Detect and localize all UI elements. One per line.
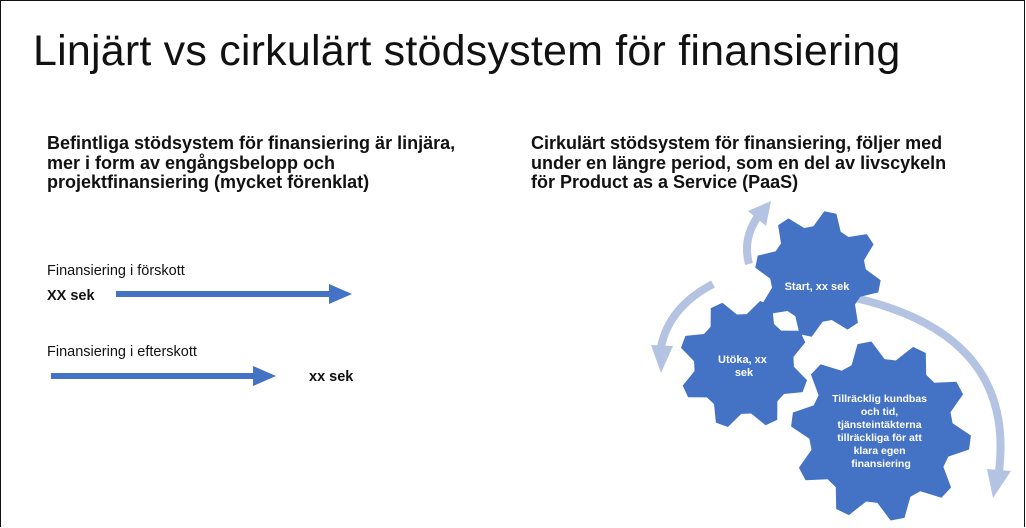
circular-description: Cirkulärt stödsystem för finansiering, f… [531, 133, 947, 192]
advance-arrow [116, 284, 352, 304]
linear-description: Befintliga stödsystem för finansiering ä… [47, 133, 456, 192]
cycle-arrow-top [743, 201, 771, 266]
arrears-amount: xx sek [309, 369, 354, 385]
gear-sufficient-icon [791, 341, 971, 521]
gear-start-icon [755, 211, 881, 337]
arrears-financing-label: Finansiering i efterskott [47, 344, 197, 360]
cycle-arrow-left [651, 280, 715, 373]
advance-amount: XX sek [47, 288, 95, 304]
gear-start-label: Start, xx sek [785, 281, 851, 293]
gear-sufficient-label: Tillräcklig kundbas och tid, tjänsteintä… [832, 393, 930, 470]
advance-financing-label: Finansiering i förskott [47, 263, 185, 279]
cycle-arrow-right [845, 292, 1011, 498]
gear-expand-label: Utöka, xx sek [718, 354, 770, 379]
arrears-arrow [51, 366, 276, 386]
gear-expand-icon [681, 301, 807, 427]
slide-title: Linjärt vs cirkulärt stödsystem för fina… [33, 27, 901, 75]
